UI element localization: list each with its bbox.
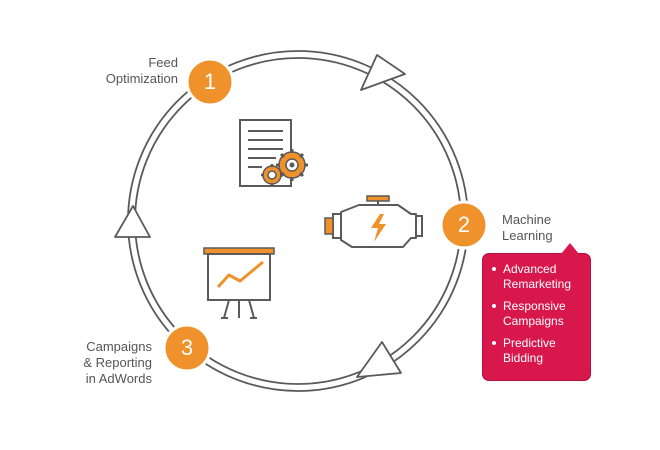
step-2-label-line: Machine xyxy=(502,212,552,227)
step-2-label: Machine Learning xyxy=(502,212,553,244)
feature-text: Predictive Bidding xyxy=(503,336,584,366)
feature-text-line: Remarketing xyxy=(503,277,572,291)
step-2-number: 2 xyxy=(457,212,471,237)
feature-item: Advanced Remarketing xyxy=(491,262,584,292)
document-gears-icon xyxy=(239,119,308,187)
cycle-arrows xyxy=(114,54,406,378)
feature-text-line: Campaigns xyxy=(503,314,564,328)
arrow-head-bottom-right xyxy=(356,341,402,378)
step-1-label: Feed Optimization xyxy=(86,55,178,87)
bullet-icon xyxy=(492,341,496,345)
step-3-number: 3 xyxy=(180,335,194,360)
step-1-label-line: Optimization xyxy=(105,71,178,86)
feature-text: Advanced Remarketing xyxy=(503,262,584,292)
step-3-label: Campaigns & Reporting in AdWords xyxy=(58,339,152,387)
step-2-label-line: Learning xyxy=(502,228,553,243)
bullet-icon xyxy=(492,304,496,308)
step-3-label-line: in AdWords xyxy=(85,371,152,386)
arrow-head-top-right xyxy=(360,54,406,91)
step-1-label-line: Feed xyxy=(148,55,178,70)
feature-text-line: Bidding xyxy=(503,351,544,365)
machine-learning-features-callout: Advanced Remarketing Responsive Campaign… xyxy=(482,243,591,381)
feature-item: Predictive Bidding xyxy=(491,336,584,366)
engine-icon xyxy=(324,195,423,248)
feature-item: Responsive Campaigns xyxy=(491,299,584,329)
feature-text-line: Responsive xyxy=(503,299,566,313)
presentation-chart-icon xyxy=(203,247,275,319)
feature-text: Responsive Campaigns xyxy=(503,299,584,329)
arrow-head-left xyxy=(114,205,151,238)
feature-text-line: Advanced xyxy=(503,262,557,276)
step-1-badge xyxy=(185,57,235,107)
step-1-number: 1 xyxy=(203,69,217,94)
step-badges xyxy=(162,57,489,373)
bullet-icon xyxy=(492,267,496,271)
step-3-badge xyxy=(162,323,212,373)
step-3-label-line: Campaigns xyxy=(86,339,152,354)
step-2-badge xyxy=(439,200,489,250)
step-3-label-line: & Reporting xyxy=(83,355,152,370)
feature-text-line: Predictive xyxy=(503,336,556,350)
